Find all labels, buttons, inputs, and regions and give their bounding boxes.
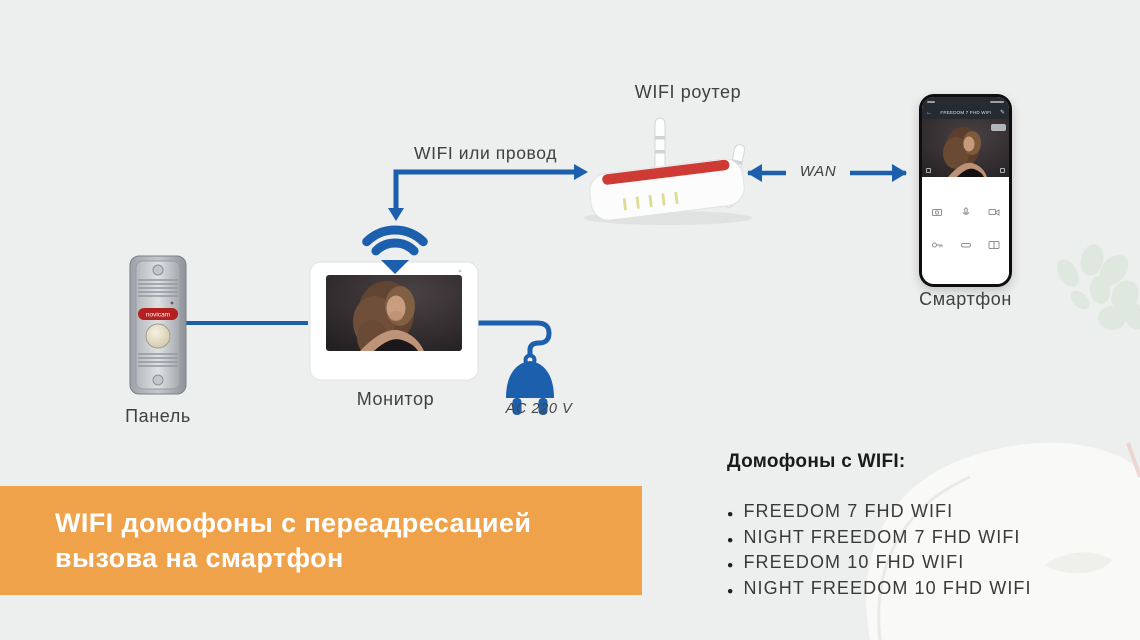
monitor-device [309,261,479,381]
panel-label: Панель [125,406,191,426]
wifi-router-device [584,117,752,225]
list-item: FREEDOM 7 FHD WIFI [727,500,1132,526]
product-list: FREEDOM 7 FHD WIFI NIGHT FREEDOM 7 FHD W… [727,500,1132,602]
wifi-to-router-line [393,169,576,210]
monitor-camera-dot [458,269,462,273]
phone-app-header: ← FREEDOM 7 FHD WIFI ✎ [922,106,1009,119]
phone-video-feed [922,119,1009,177]
slide-title: WIFI домофоны с переадресацией вызова на… [55,508,532,573]
router-leds [622,191,679,211]
smartphone-device: ← FREEDOM 7 FHD WIFI ✎ [919,94,1012,287]
door-panel-device: novicam [129,255,187,395]
title-banner: WIFI домофоны с переадресацией вызова на… [0,486,642,595]
panel-screw-bottom [152,374,164,386]
wan-label: WAN [786,163,850,180]
smartphone-label: Смартфон [919,289,1012,309]
monitor-screen [326,275,462,351]
list-item: FREEDOM 10 FHD WIFI [727,551,1132,577]
panel-call-button [145,323,171,349]
power-plug-knob [523,353,537,367]
phone-controls [922,177,1009,284]
router-body [589,158,745,221]
mic-icon[interactable] [960,207,972,217]
wifi-or-wire-label: WIFI или провод [413,143,558,163]
back-icon[interactable]: ← [926,109,932,116]
caller-portrait-phone [943,127,987,177]
phone-status-bar [922,97,1009,106]
phone-app-title: FREEDOM 7 FHD WIFI [940,110,992,115]
plant-decoration [1057,244,1140,331]
router-red-stripe [602,159,730,185]
router-label: WIFI роутер [634,82,742,102]
snapshot-icon[interactable] [1000,168,1005,173]
gallery-icon[interactable] [988,240,1000,250]
product-list-section: Домофоны с WIFI: FREEDOM 7 FHD WIFI NIGH… [727,451,1132,602]
power-label: AC 220 V [505,401,573,417]
power-cord [475,320,552,358]
arrowhead-right-wan [892,164,907,182]
unlock-icon[interactable] [931,240,943,250]
video-icon[interactable] [988,207,1000,217]
caller-portrait [353,281,424,351]
photo-icon[interactable] [931,207,943,217]
panel-ridges-bottom [138,353,178,367]
panel-brand-badge [138,308,178,320]
video-quality-chip[interactable] [991,124,1006,131]
wifi-icon [362,225,428,274]
list-item: NIGHT FREEDOM 10 FHD WIFI [727,577,1132,603]
list-item: NIGHT FREEDOM 7 FHD WIFI [727,526,1132,552]
monitor-label: Монитор [356,389,435,409]
product-list-heading: Домофоны с WIFI: [727,451,906,472]
panel-brand-text: novicam [146,312,170,319]
panel-mic-hole [170,301,174,305]
speaker-icon[interactable] [926,168,931,173]
power-plug-icon [506,361,554,398]
panel-ridges-top [138,279,178,297]
hangup-icon[interactable] [960,240,972,250]
panel-screw-top [152,264,164,276]
edit-icon[interactable]: ✎ [999,109,1005,116]
